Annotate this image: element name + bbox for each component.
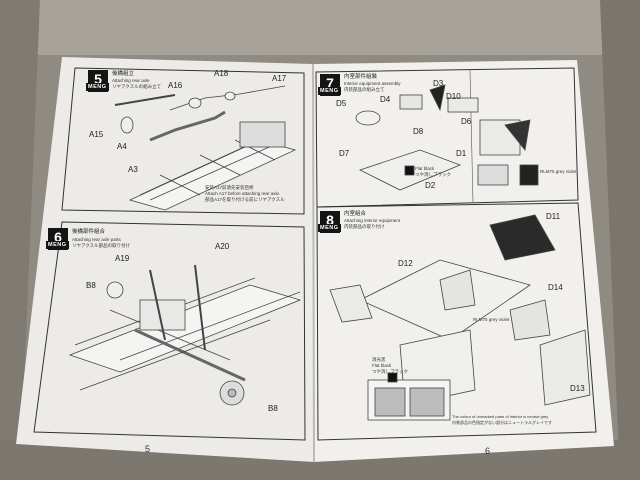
step5-note-jp: 安装A17前请先安装后桥 — [205, 185, 254, 190]
step5-brand: MENG — [86, 83, 109, 91]
part-label: A19 — [115, 254, 130, 263]
step7-paint-label: Flat black — [415, 166, 435, 171]
part-label: A16 — [168, 81, 183, 90]
step5-title-jp: 後橋組立 — [112, 71, 135, 77]
part-label: A20 — [215, 242, 230, 251]
step8-paint-label2: RLM75 grey violet — [473, 317, 510, 322]
step5-note-jp2: 部品A17を取り付ける前にリヤアクスル — [205, 197, 285, 202]
part-label: D4 — [380, 95, 391, 104]
step6-subtitle-jp: リヤアクスル部品の取り付け — [72, 243, 131, 248]
step8-paint-label-jp: つや消しブラック — [372, 369, 408, 374]
part-label: D2 — [425, 181, 436, 190]
part-label: D13 — [570, 384, 585, 393]
left-page-number: 5 — [145, 444, 151, 454]
part-label: D3 — [433, 79, 444, 88]
part-label: D11 — [546, 212, 561, 221]
step8-paint-cn: 消光黑 — [372, 357, 386, 362]
part-label: A4 — [117, 142, 127, 151]
step8-title-en: Attaching interior equipment — [344, 218, 401, 223]
step8-brand: MENG — [318, 224, 341, 232]
part-label: A17 — [272, 74, 287, 83]
step7-title-en: Interior equipment assembly — [344, 81, 401, 86]
part-label: D7 — [339, 149, 350, 158]
part-label: D5 — [336, 99, 347, 108]
part-label: D6 — [461, 117, 472, 126]
part-label: A18 — [214, 69, 229, 78]
part-label: A15 — [89, 130, 104, 139]
step8-title-jp: 内室組合 — [344, 211, 367, 217]
step6-title-en: Attaching rear axle parts — [72, 237, 121, 242]
step5-note-en: Attach A17 before attaching rear axle. — [205, 191, 281, 196]
step7-drawing — [355, 84, 539, 191]
step7-title-jp: 内室部件組裝 — [344, 74, 378, 80]
part-label: D8 — [413, 127, 424, 136]
step5-title-en: Attaching rear axle — [112, 78, 150, 83]
part-label: A3 — [128, 165, 138, 174]
step7-subtitle-jp: 内装部品の組み立て — [344, 87, 385, 92]
step6-title-jp: 後橋部件組合 — [72, 229, 106, 235]
step6-brand: MENG — [46, 241, 69, 249]
step8-subtitle-jp: 内装部品の取り付け — [344, 224, 385, 229]
step5-subtitle-jp: リヤアクスルの組み立て — [112, 84, 162, 89]
step6-drawing — [68, 264, 302, 406]
step7-paint-label-jp: つや消しブラック — [415, 172, 451, 177]
part-label: D12 — [398, 259, 413, 268]
step8-footnote-jp: 内装部品の色指定がない部分はニュートラルグレイです — [452, 420, 552, 425]
part-label: D10 — [446, 92, 461, 101]
part-label: D1 — [456, 149, 467, 158]
left-page — [16, 57, 314, 462]
part-label: D14 — [548, 283, 563, 292]
step5-drawing — [114, 85, 297, 211]
step7-brand: MENG — [318, 87, 341, 95]
step8-paint-label: Flat black — [372, 363, 392, 368]
right-page-number: 6 — [485, 446, 491, 456]
step7-paint-label2: RLM75 grey violet — [540, 169, 577, 174]
step8-footnote-en: The colour of unmarked parts of interior… — [452, 414, 549, 419]
part-label: B8 — [86, 281, 96, 290]
step8-drawing — [329, 165, 591, 421]
part-label: B8 — [268, 404, 278, 413]
